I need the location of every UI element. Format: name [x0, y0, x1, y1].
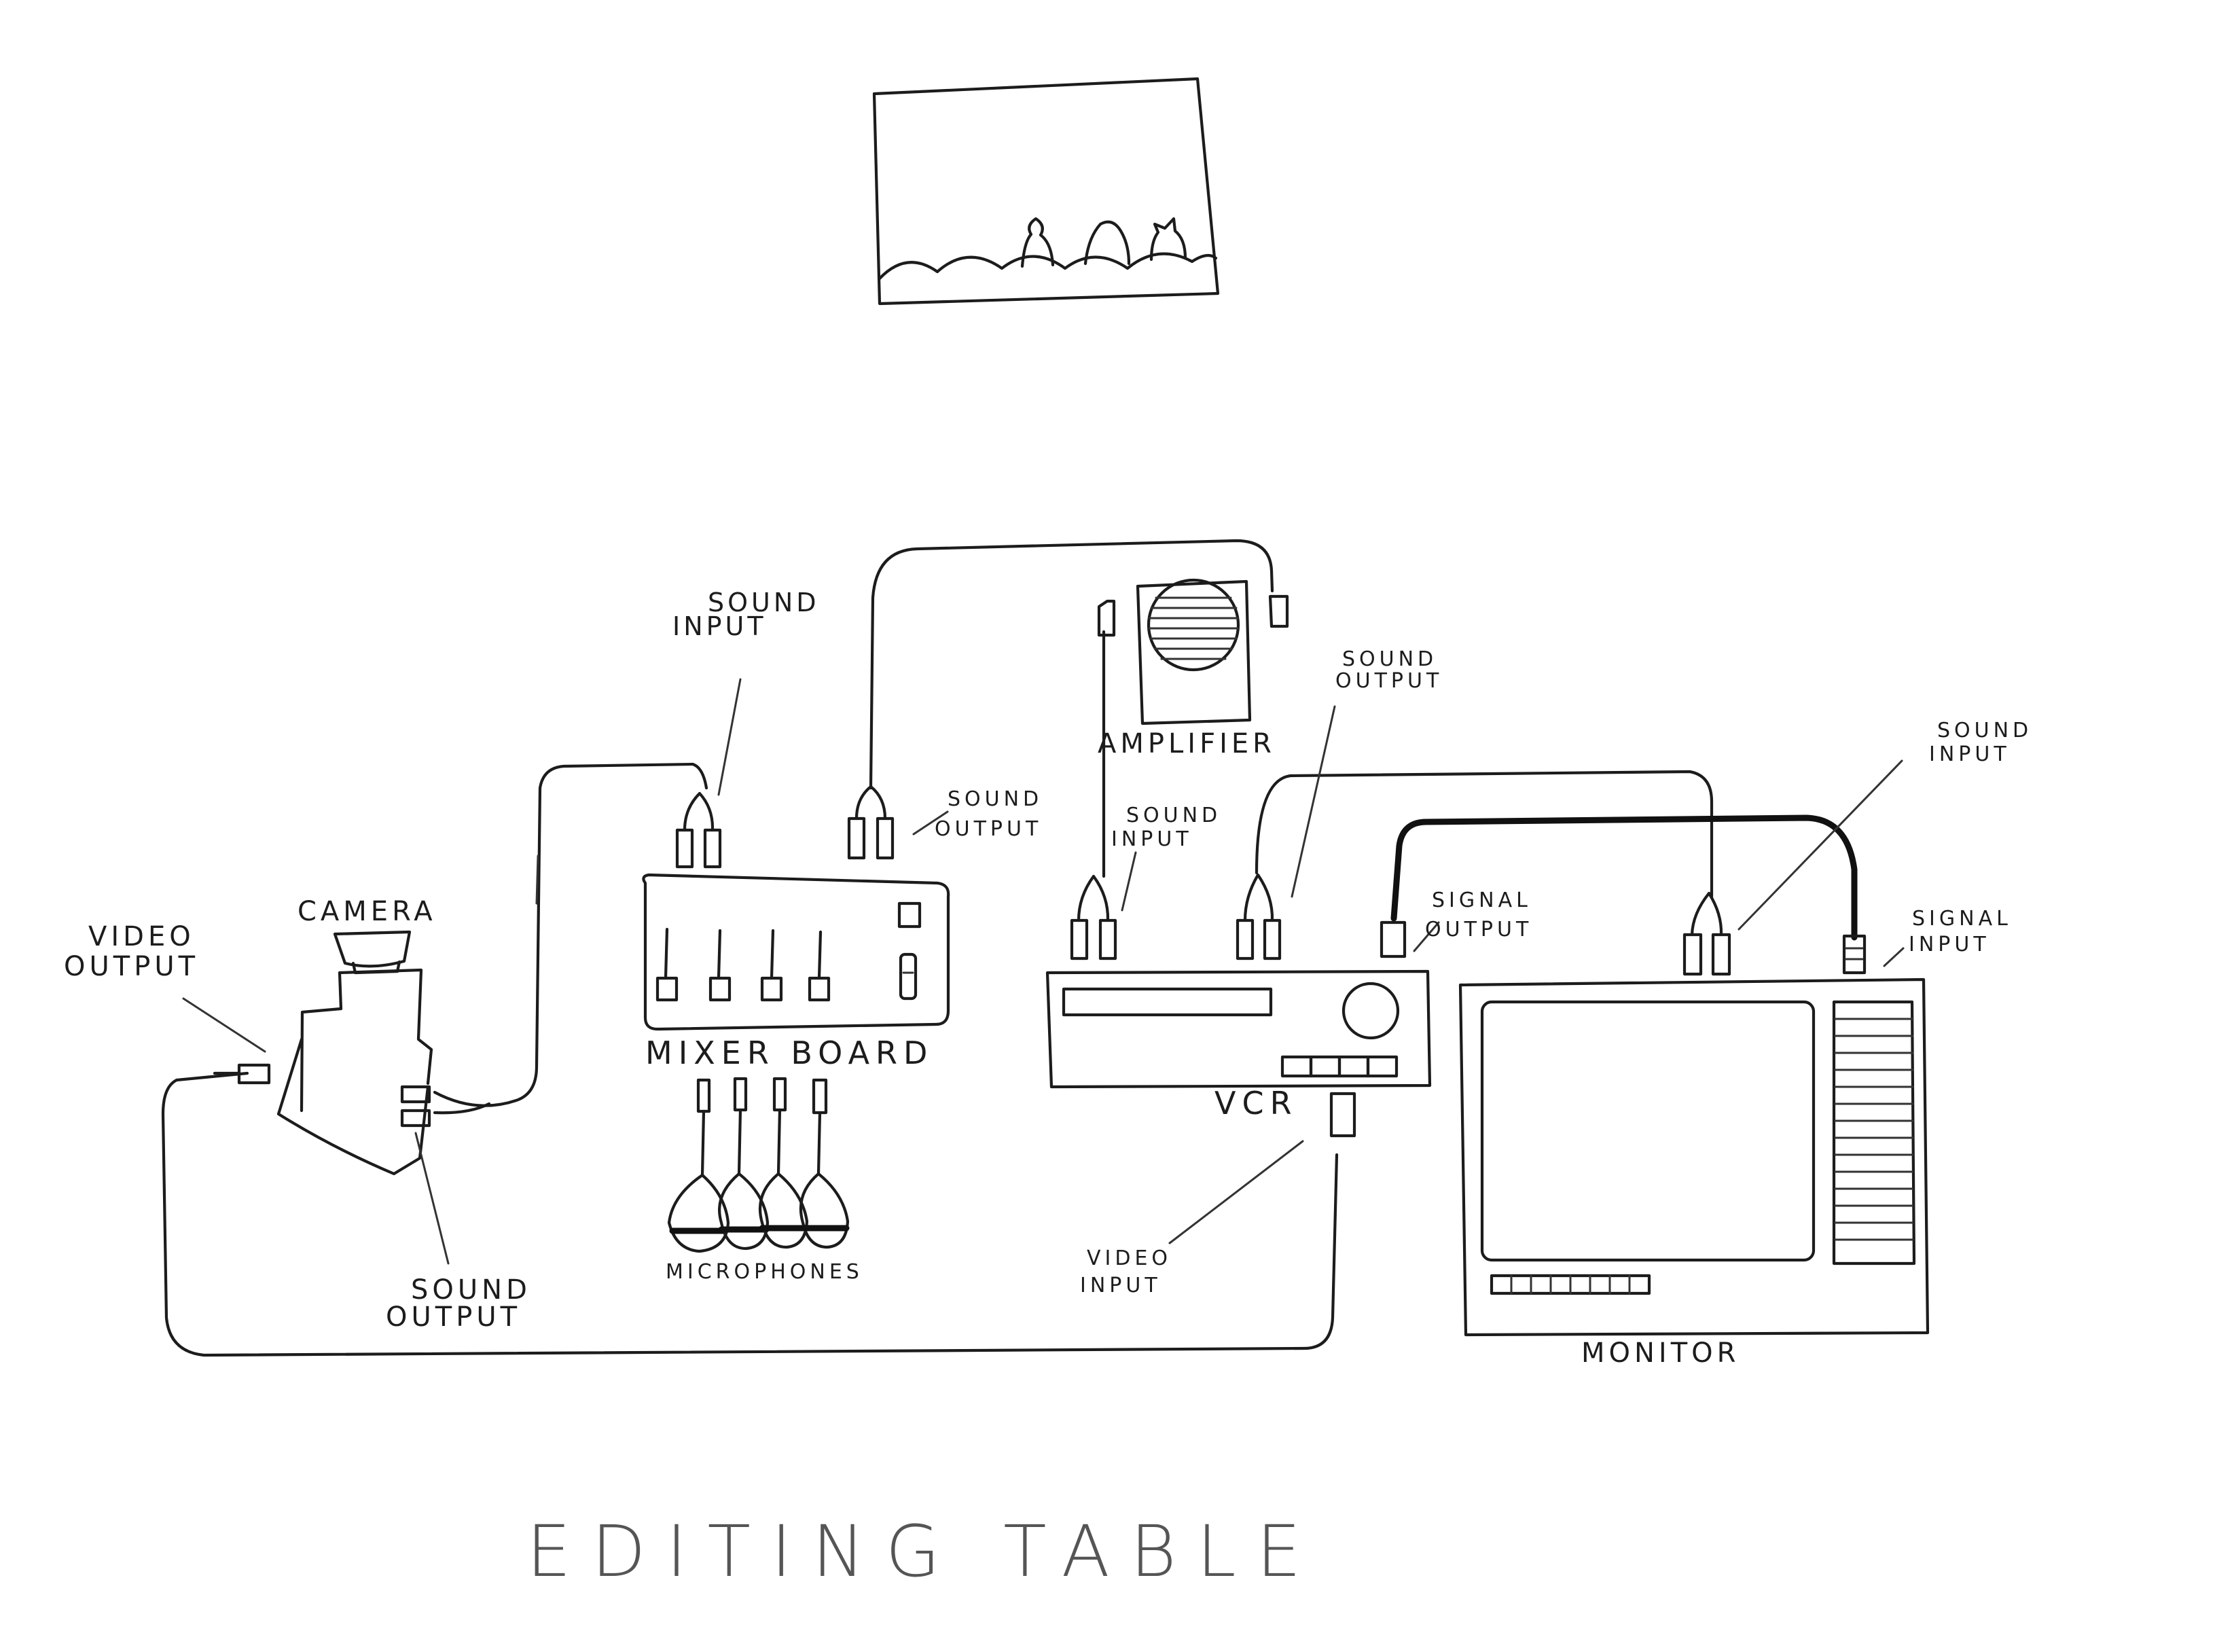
camera [183, 932, 448, 1263]
mixer-sound-output-label-line2: OUTPUT [935, 817, 1042, 841]
vcr-label: VCR [1214, 1085, 1298, 1121]
vcr-sound-output-label-line1: SOUND [1342, 647, 1437, 671]
monitor-sound-input-label-line2: INPUT [1929, 742, 2011, 766]
camera-sound-output-label-line2: OUTPUT [386, 1301, 521, 1333]
page-title: EDITING TABLE [526, 1510, 1321, 1593]
amplifier-label: AMPLIFIER [1098, 728, 1276, 759]
vcr-signal-output-label-line1: SIGNAL [1432, 888, 1532, 912]
monitor-signal-input-label-line2: INPUT [1909, 933, 1990, 956]
monitor [1460, 761, 1928, 1335]
cables [163, 541, 1854, 1355]
vcr-buttons [1282, 1057, 1397, 1076]
camera-video-output-label-line1: VIDEO [88, 921, 195, 952]
monitor-buttons [1492, 1276, 1649, 1293]
mixer-sound-output-label-line1: SOUND [948, 787, 1043, 811]
mixer-board [643, 679, 948, 1029]
monitor-label: MONITOR [1581, 1337, 1740, 1369]
vcr-video-input-label-line2: INPUT [1080, 1274, 1161, 1297]
vcr [1047, 706, 1439, 1243]
vcr-sound-output-label-line2: OUTPUT [1335, 669, 1443, 693]
camera-label: CAMERA [298, 896, 437, 927]
vcr-video-input-label-line1: VIDEO [1087, 1246, 1172, 1270]
monitor-signal-input-label-line1: SIGNAL [1912, 907, 2012, 931]
microphone-2 [719, 1079, 768, 1249]
mixer-board-label: MIXER BOARD [645, 1035, 933, 1071]
microphones [669, 1079, 848, 1251]
amplifier [1099, 580, 1287, 723]
monitor-sound-input-label-line1: SOUND [1937, 719, 2032, 742]
camera-video-output-label-line2: OUTPUT [64, 951, 199, 982]
microphone-1 [669, 1080, 728, 1251]
mixer-faders [658, 929, 829, 1000]
vcr-sound-input-label-line2: INPUT [1111, 827, 1193, 851]
theater-screen [874, 79, 1218, 304]
vcr-signal-output-label-line2: OUTPUT [1425, 918, 1532, 941]
labels: CAMERA VIDEO OUTPUT SOUND OUTPUT MIXER B… [64, 588, 2032, 1593]
microphones-label: MICROPHONES [666, 1260, 863, 1284]
vcr-sound-input-label-line1: SOUND [1126, 804, 1221, 827]
mixer-sound-input-label-line2: INPUT [672, 611, 767, 641]
